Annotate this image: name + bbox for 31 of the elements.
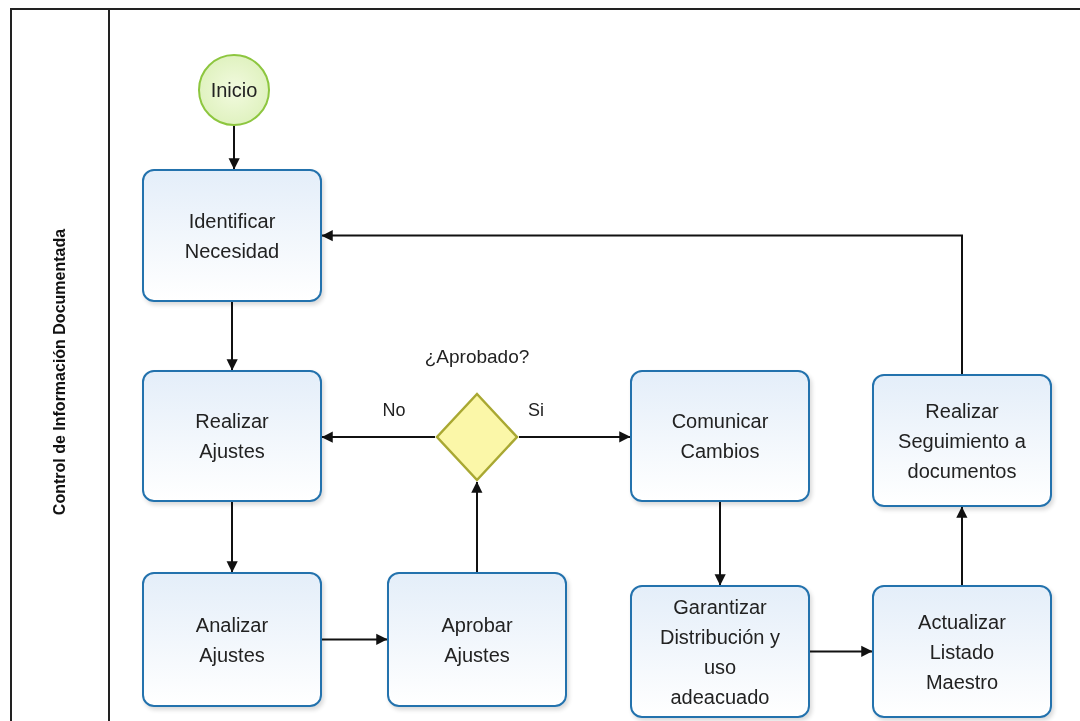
process-label: Aprobar Ajustes [440, 612, 514, 668]
process-label: Garantizar Distribución y uso adeacuado [658, 594, 781, 710]
arrow [714, 501, 726, 586]
start-label: Inicio [210, 78, 258, 103]
swimlane-pool [10, 8, 1080, 721]
process-box [872, 585, 1052, 718]
arrow [226, 301, 238, 371]
process-box [142, 572, 322, 707]
process-box [630, 585, 810, 718]
process-label: Comunicar Cambios [670, 409, 770, 464]
process-label: Realizar Ajustes [194, 409, 270, 464]
process-box [630, 370, 810, 502]
arrow [321, 431, 436, 443]
arrow [228, 125, 240, 170]
process-box [387, 572, 567, 707]
process-label: Actualizar Listado Maestro [917, 609, 1007, 695]
decision-question: ¿Aprobado? [423, 346, 531, 368]
lane-title: Control de Información Documentada [51, 228, 69, 516]
process-box [142, 370, 322, 502]
arrow [809, 645, 873, 657]
arrow [518, 431, 631, 443]
arrow [471, 481, 483, 573]
process-box [142, 169, 322, 302]
process-label: Identificar Necesidad [183, 208, 281, 264]
arrow [321, 633, 388, 645]
arrow [226, 501, 238, 573]
process-box [872, 374, 1052, 507]
arrow [956, 506, 968, 586]
arrow [321, 230, 963, 375]
process-label: Analizar Ajustes [194, 612, 270, 668]
process-label: Realizar Seguimiento a documentos [897, 398, 1027, 484]
